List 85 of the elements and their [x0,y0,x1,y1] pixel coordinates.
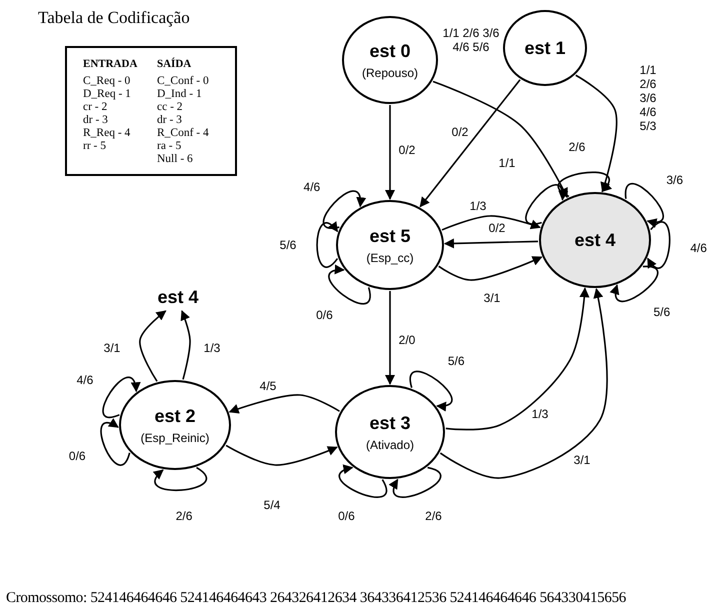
state-description: (Ativado) [366,436,414,452]
state-name: est 3 [369,412,411,434]
transition-label: 3/1 [482,291,502,305]
column-header: ENTRADA [83,58,138,71]
column-header: SAÍDA [157,58,192,71]
self-loop-arrow [328,266,371,304]
transition-label: 2/6 [568,140,586,154]
transition-label: 2/0 [398,333,416,347]
transition-arrow [442,215,541,231]
code-entry: ra - 5 [157,140,182,153]
state-name: est 2 [154,404,196,426]
state-name: est 4 [574,229,616,251]
transition-label: 2/6 [174,508,194,523]
transition-label: 1/1 2/6 3/6 4/6 5/6 [441,26,501,54]
code-entry: C_Conf - 0 [157,75,209,88]
state-name: est 1 [524,37,566,59]
transition-label: 5/6 [446,354,466,368]
code-entry: D_Ind - 1 [157,88,202,101]
transition-arrow [440,288,608,479]
self-loop-arrow [100,418,130,466]
code-entry: dr - 3 [83,114,108,127]
self-loop-arrow [558,172,612,198]
transition-label: 1/3 [530,407,550,421]
transition-label: 1/3 [202,341,222,355]
code-entry: R_Req - 4 [83,127,130,140]
transition-arrow [444,238,538,248]
coding-table [65,46,237,176]
state-name: est 5 [369,224,411,246]
self-loop-arrow [322,190,365,229]
transition-label: 0/6 [315,308,334,322]
transition-label: 2/6 [424,509,443,524]
self-loop-arrow [102,376,140,418]
code-entry: D_Req - 1 [83,88,131,101]
transition-label: 3/6 [665,172,684,187]
transition-arrow [180,310,191,380]
state-description: (Esp_Reinic) [140,430,210,446]
transition-label: 5/6 [652,305,672,319]
self-loop-arrow [410,370,452,410]
code-entry: rr - 5 [83,140,106,153]
transition-label: 0/2 [488,221,506,235]
transition-arrow [226,444,338,466]
self-loop-arrow [389,466,442,498]
transition-label: 5/4 [262,498,282,512]
state-description: (Repouso) [362,64,418,80]
transition-arrow [438,256,542,281]
transition-arrow [446,287,590,430]
transition-label: 4/6 [689,241,708,256]
transition-label: 1/1 [498,156,516,170]
state-description: (Esp_cc) [366,250,414,266]
code-entry: cc - 2 [157,101,183,114]
self-loop-arrow [610,266,658,302]
code-entry: R_Conf - 4 [157,127,209,140]
transition-label: 4/6 [302,180,322,194]
transition-arrow [139,310,166,382]
transition-label: 3/1 [572,453,592,467]
transition-label: 0/2 [450,125,470,139]
transition-label: 1/3 [468,199,488,213]
self-loop-arrow [625,183,664,228]
code-entry: Null - 6 [157,153,193,166]
code-entry: dr - 3 [157,114,182,127]
table-title: Tabela de Codificação [38,8,190,28]
state-circle [539,192,651,288]
code-entry: cr - 2 [83,101,108,114]
transition-arrow [575,74,618,192]
transition-label: 4/5 [258,379,278,393]
self-loop-arrow [647,221,670,269]
transition-arrow [420,79,521,208]
transition-label: 0/6 [337,509,356,524]
transition-label: 5/6 [278,238,298,252]
code-entry: C_Req - 0 [83,75,130,88]
self-loop-arrow [338,466,387,498]
transition-arrow [385,291,395,385]
state-label: est 4 [150,285,206,309]
chromosome-caption: Cromossomo: 524146464646 524146464643 264326412634 364336412536 524146464646 564330415656 [6,590,626,607]
transition-arrow [385,105,395,200]
transition-arrow [228,394,340,414]
transition-label: 0/2 [398,143,416,157]
state-name: est 0 [369,40,411,62]
self-loop-arrow [525,184,568,225]
transition-label: 3/1 [102,341,122,355]
self-loop-arrow [153,466,207,491]
transition-label: 0/6 [68,449,87,464]
self-loop-arrow [316,221,338,268]
transition-label: 4/6 [76,372,94,386]
transition-arrow [432,80,568,198]
